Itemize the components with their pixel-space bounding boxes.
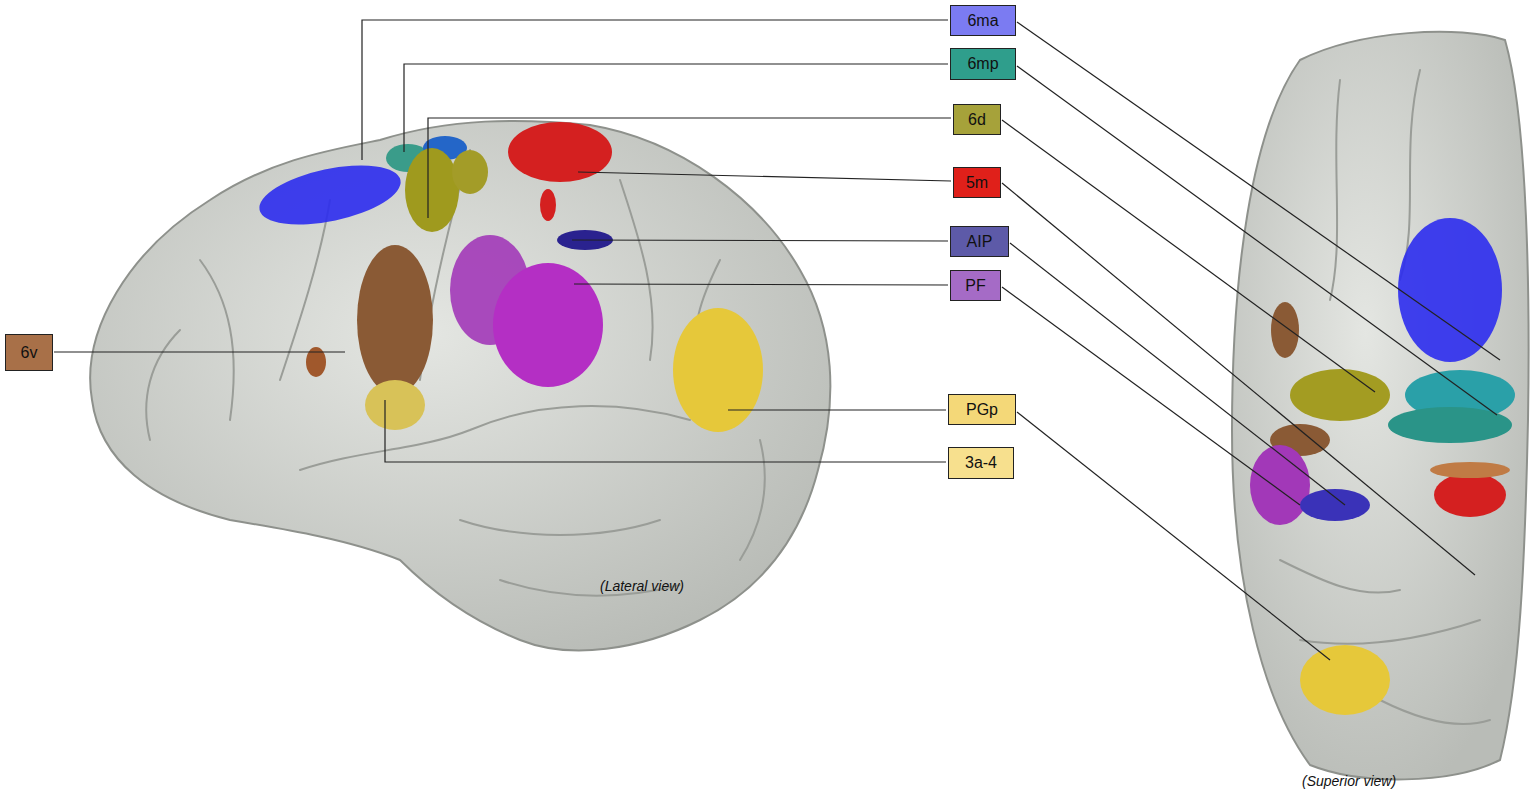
area-name: 5m <box>966 175 988 191</box>
area-name: 6d <box>968 112 986 128</box>
area-label-box: 6v <box>5 334 53 371</box>
area-name: PF <box>965 278 985 294</box>
area-label-box: AIP <box>950 226 1009 257</box>
superior-regions <box>1250 218 1515 715</box>
leader-lines <box>54 20 1500 660</box>
lateral-regions <box>254 122 763 432</box>
area-name: 6ma <box>967 13 998 29</box>
area-label-box: 5m <box>953 167 1001 198</box>
area-name: AIP <box>967 234 993 250</box>
area-label-box: 6mp <box>950 48 1016 80</box>
area-name: 3a-4 <box>965 455 997 471</box>
view-caption: (Superior view) <box>1302 773 1396 789</box>
lateral-brain <box>90 121 830 651</box>
area-label-box: 6d <box>953 104 1001 135</box>
area-name: PGp <box>966 402 998 418</box>
view-caption: (Lateral view) <box>600 578 684 594</box>
area-name: 6mp <box>967 56 998 72</box>
area-label-box: 3a-4 <box>948 447 1014 479</box>
area-label-box: PF <box>950 270 1001 301</box>
area-label-box: PGp <box>948 394 1016 425</box>
gyri-lines <box>146 150 765 596</box>
area-name: 6v <box>21 345 38 361</box>
area-label-box: 6ma <box>950 5 1016 36</box>
